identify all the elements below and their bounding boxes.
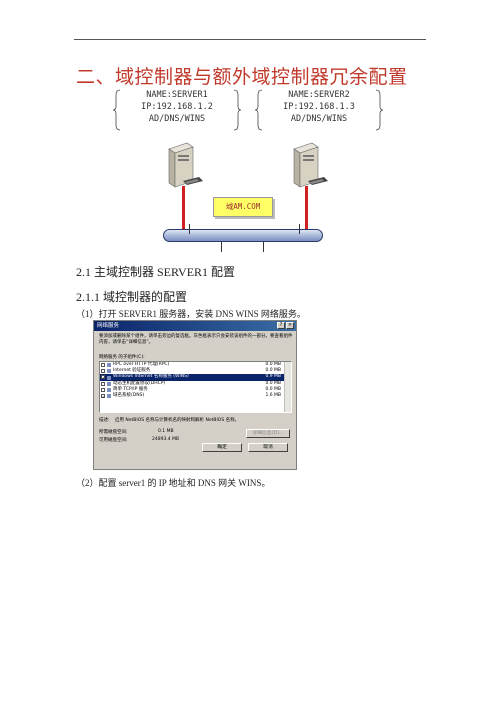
network-cable [305, 186, 308, 230]
checkbox[interactable] [101, 387, 105, 392]
details-button[interactable]: 详细信息(D)... [246, 429, 290, 438]
bus-connector [299, 224, 300, 234]
ok-button[interactable]: 确定 [202, 443, 242, 452]
right-brace-icon [233, 89, 241, 131]
list-scrollbar[interactable] [284, 362, 291, 412]
server2-roles: AD/DNS/WINS [290, 114, 348, 124]
dialog-description: 要添加或删除某个组件，请单击旁边的复选框。灰色框表示只会安装该组件的一部分。要查… [99, 334, 293, 345]
section-heading: 二、域控制器与额外域控制器冗余配置 [76, 66, 408, 88]
step-2-text: （2）配置 server1 的 IP 地址和 DNS 网关 WINS。 [76, 478, 271, 488]
checkbox[interactable] [101, 381, 105, 386]
server1-name: NAME:SERVER1 [146, 90, 208, 100]
server2-ip: IP:192.168.1.3 [283, 102, 355, 112]
server1-ip: IP:192.168.1.2 [141, 102, 213, 112]
checkbox[interactable] [101, 363, 105, 367]
server2-name: NAME:SERVER2 [288, 90, 350, 100]
list-item[interactable]: ✓ 域名系统(DNS)1.6 MB [101, 392, 281, 399]
required-space-label: 所需磁盘空间: [99, 430, 128, 435]
step-1-text: （1）打开 SERVER1 服务器，安装 DNS WINS 网络服务。 [76, 309, 306, 319]
server1-computer-icon [168, 142, 203, 188]
header-rule [74, 39, 426, 40]
subcomponents-list[interactable]: RPC over HTTP 代理(RPC)0.0 MB Internet 验证服… [99, 361, 292, 413]
checkbox[interactable] [101, 369, 105, 374]
bus-connector [189, 224, 190, 234]
component-icon [107, 369, 111, 374]
dialog-title: 网络服务 [97, 323, 120, 329]
available-space-value: 24893.4 MB [152, 437, 180, 442]
bus-connector [221, 242, 222, 252]
help-icon[interactable]: ? [277, 322, 285, 329]
checkbox[interactable]: ✓ [101, 393, 106, 399]
server1-roles: AD/DNS/WINS [148, 114, 206, 124]
list-item[interactable]: ✓ Windows Internet 名称服务 (WINS)0.9 MB [100, 374, 291, 381]
description-label: 描述: 启用 NetBIOS 名称与计算机名的映射和解析 NetBIOS 名称。 [99, 418, 240, 423]
close-icon[interactable]: × [286, 322, 294, 329]
server1-info: NAME:SERVER1 IP:192.168.1.2 AD/DNS/WINS [113, 89, 241, 131]
right-brace-icon [375, 89, 383, 131]
network-bus [163, 229, 323, 242]
list-item[interactable]: RPC over HTTP 代理(RPC)0.0 MB [100, 362, 291, 368]
server2-info: NAME:SERVER2 IP:192.168.1.3 AD/DNS/WINS [255, 89, 383, 131]
component-icon [107, 381, 111, 386]
component-icon [107, 394, 111, 399]
dialog-titlebar: 网络服务 ? × [94, 321, 296, 331]
component-icon [107, 387, 111, 392]
network-services-dialog: 网络服务 ? × 要添加或删除某个组件，请单击旁边的复选框。灰色框表示只会安装该… [93, 320, 297, 470]
section-2-1-1-title: 2.1.1 域控制器的配置 [76, 290, 188, 304]
required-space-value: 0.1 MB [158, 429, 174, 434]
server2-computer-icon [293, 142, 328, 188]
subcomponents-label: 网络服务 的子组件(C): [99, 355, 145, 360]
available-space-label: 可用磁盘空间: [99, 438, 128, 443]
network-cable [182, 186, 185, 230]
cancel-button[interactable]: 取消 [248, 443, 288, 452]
left-brace-icon [113, 89, 121, 131]
section-2-1-title: 2.1 主域控制器 SERVER1 配置 [76, 265, 236, 279]
checkbox[interactable]: ✓ [101, 375, 106, 381]
component-description: 启用 NetBIOS 名称与计算机名的映射和解析 NetBIOS 名称。 [114, 418, 240, 423]
component-icon [107, 375, 111, 380]
list-item[interactable]: 动态主机配置协议(DHCP)0.0 MB [100, 381, 291, 387]
bus-connector [263, 242, 264, 252]
domain-label: 域AM.COM [213, 197, 273, 217]
left-brace-icon [255, 89, 263, 131]
component-icon [107, 363, 111, 368]
